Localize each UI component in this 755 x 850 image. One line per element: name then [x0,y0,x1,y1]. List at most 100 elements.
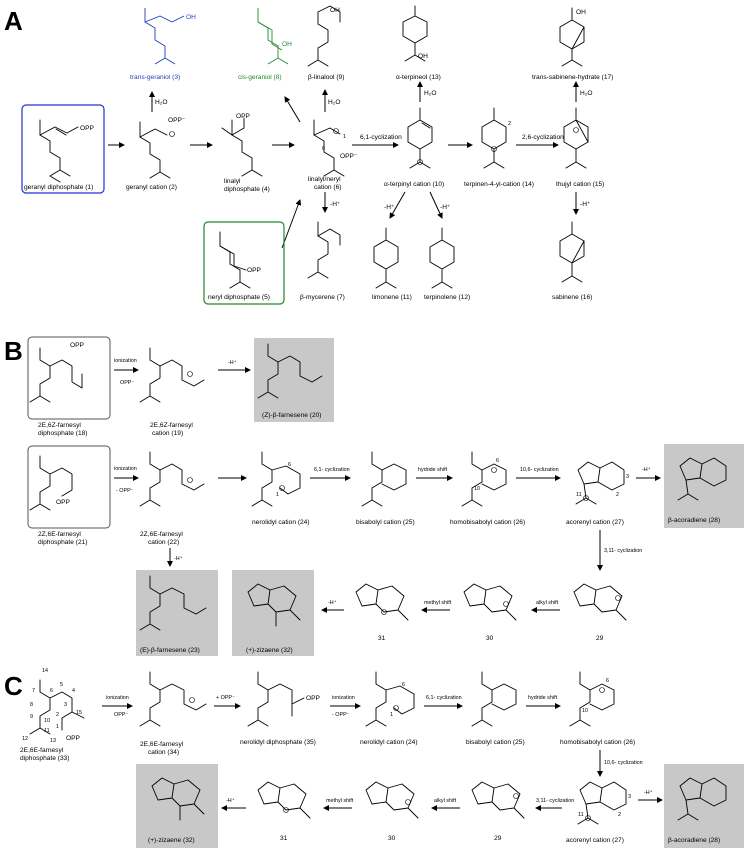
hydride-c: hydride shift [528,695,558,701]
homobisabolyl-c-label: homobisabolyl cation (26) [560,739,635,746]
num2-a: 2 [508,121,511,127]
n10-b: 10 [474,486,480,492]
nerolidyl-cation-b-structure [251,451,301,507]
minus-h-a4: -H⁺ [580,201,591,208]
n10-c2: 10 [582,708,588,714]
b-acoradiene-c-label: β-acoradiene (28) [668,837,720,844]
opp-c1: OPP [66,735,81,742]
minus-opp-b2: - OPP⁻ [116,488,134,494]
alpha-terpineol-structure [402,5,428,62]
n3-c2: 3 [628,794,631,800]
alpha-terpinyl-cation-structure [407,107,433,169]
ionization-c2: ionization [332,695,355,701]
n7-c: 7 [32,688,35,694]
thujyl-label: thujyl cation (15) [556,181,604,188]
nerolidyl-cation-c-structure [365,671,415,727]
geranyl-cation-structure [139,121,175,179]
panel-label-b: B [4,336,23,366]
c29-b: 29 [596,635,604,642]
c29-c: 29 [494,835,502,842]
linalyl-neryl-label-1: linalyl/neryl [308,176,341,183]
linalyl-neryl-cation-structure [313,119,345,177]
sabinene-structure [559,221,585,283]
geranyl-cation-label: geranyl cation (2) [126,184,177,191]
linalyl-neryl-label-2: cation (6) [314,184,342,191]
n3-b: 3 [626,474,629,480]
z-farnesene-label: (Z)-β-farnesene (20) [262,412,322,419]
f34-label-1: 2E,6E-farnesyl [140,741,184,748]
cation-30-c-structure [365,781,419,819]
thujyl-cation-structure [563,107,589,169]
acorenyl-c-label: acorenyl cation (27) [566,837,624,844]
geranyl-diphosphate-structure [39,119,79,183]
b-acoradiene-b-label: β-acoradiene (28) [668,517,720,524]
linalyl-pp-label-1: linalyl [224,178,241,185]
n1-c: 1 [56,724,59,730]
acorenyl-cation-c-structure [577,781,627,825]
opp-minus-c1: OPP⁻ [114,712,128,718]
myrcene-label: β-mycerene (7) [300,294,345,301]
ionization-b2: ionization [114,466,137,472]
opp-minus-b1: OPP⁻ [120,380,134,386]
c31-b: 31 [378,635,386,642]
f33-label-1: 2E,6E-farnesyl [20,747,64,754]
n14-c: 14 [42,668,48,674]
farnesyl-cation-34-structure [139,671,207,727]
cation-31-b-structure [355,583,409,621]
terpinen-4-yl-cation-structure [481,107,507,169]
homobisabolyl-cation-b-structure [461,451,507,507]
cation-29-b-structure [573,583,627,621]
ionization-c1: ionization [106,695,129,701]
f21-label-2: diphosphate (21) [38,539,88,546]
ionization-b1: ionization [114,358,137,364]
alkyl-b: alkyl shift [536,600,559,606]
sabinene-hydrate-label: trans-sabinene-hydrate (17) [532,74,613,81]
n9-c: 9 [30,714,33,720]
h2o-a1: H₂O [155,99,167,106]
panel-label-a: A [4,6,23,36]
minus-h-c1: -H⁺ [226,798,235,804]
nerolidyl-pp-label: nerolidyl diphosphate (35) [240,739,316,746]
cis-geraniol-structure [257,8,289,65]
n1-b: 1 [276,492,279,498]
terpineol-oh: OH [418,53,428,60]
minus-h-b4: -H⁺ [328,600,337,606]
c30-b: 30 [486,635,494,642]
h2o-a4: H₂O [580,90,592,97]
z-farnesene-structure [257,343,323,399]
opp-label: OPP [80,125,95,132]
zizaene-c-label: (+)-zizaene (32) [148,837,195,844]
linalyl-opp: OPP [236,113,251,120]
terpineol-label: α-terpineol (13) [396,74,441,81]
n1-c2: 1 [390,712,393,718]
methyl-b: methyl shift [424,600,452,606]
nerolidyl-pp-structure [247,671,305,727]
alkyl-c: alkyl shift [434,798,457,804]
hydride-b: hydride shift [418,467,448,473]
opp-b2: OPP [56,499,71,506]
e-farnesene-box [136,570,218,656]
minus-h-b1: -H⁺ [228,360,237,366]
n2-c: 2 [56,712,59,718]
n2-b: 2 [616,492,619,498]
bisabolyl-cation-b-structure [361,451,407,507]
sabinene-label: sabinene (16) [552,294,592,301]
cyc61-a: 6,1-cyclization [360,134,402,141]
zizaene-box-b [232,570,314,656]
trans-geraniol-label: trans-geraniol (3) [130,74,180,81]
n6-c3: 6 [606,678,609,684]
linalool-label: β-linalool (9) [308,74,344,81]
n6-b2: 6 [496,458,499,464]
farnesyl-18-structure [29,347,83,403]
terpinolene-structure [429,227,455,289]
geranyl-diphosphate-label: geranyl diphosphate (1) [24,184,93,191]
n6-b: 6 [288,462,291,468]
b-acoradiene-box-b [664,444,744,528]
trans-geraniol-structure [144,8,185,65]
f21-label-1: 2Z,6E-farnesyl [38,531,81,538]
linalool-oh: OH [330,7,340,14]
e-farnesene-label: (E)-β-farnesene (23) [140,647,200,654]
opp-c2: OPP [306,695,321,702]
num6-a: 6 [322,146,325,152]
